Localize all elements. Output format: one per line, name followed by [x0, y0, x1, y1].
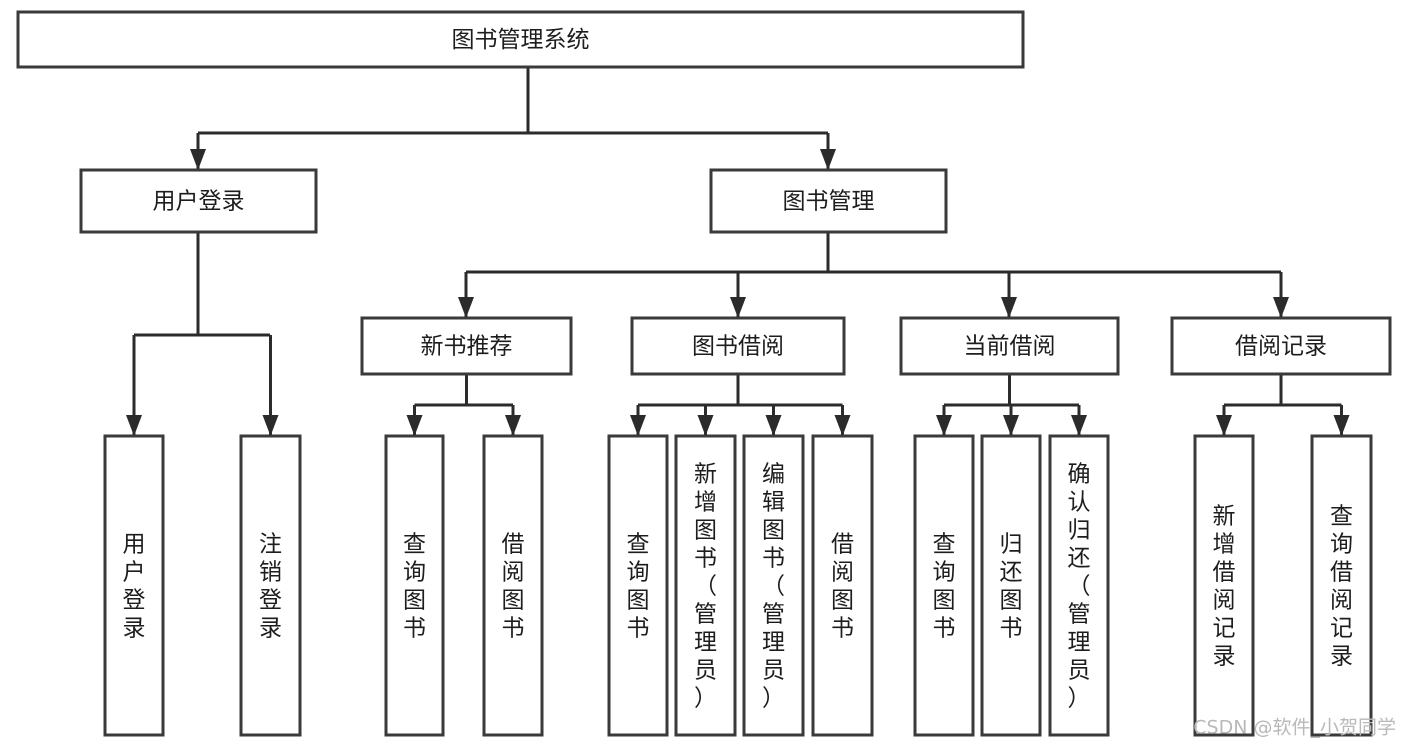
- level3-node[interactable]: 图书借阅: [630, 316, 846, 376]
- connector-layer: [126, 67, 1350, 436]
- arrow-head-icon: [126, 415, 142, 436]
- root-node[interactable]: 图书管理系统: [16, 10, 1025, 69]
- node-box[interactable]: [811, 434, 874, 737]
- arrow-head-icon: [406, 415, 423, 436]
- arrow-head-icon: [820, 149, 836, 170]
- node-label: 查询图书: [403, 531, 426, 641]
- node-label: 查询图书: [627, 531, 650, 641]
- node-box[interactable]: [239, 434, 302, 737]
- arrow-head-icon: [1003, 415, 1019, 436]
- arrow-head-icon: [1333, 415, 1350, 436]
- node-box[interactable]: [899, 316, 1120, 376]
- level3-node[interactable]: 当前借阅: [899, 316, 1120, 376]
- arrow-head-icon: [936, 415, 952, 436]
- leaf-node[interactable]: 查询图书: [607, 434, 669, 737]
- node-box[interactable]: [1048, 434, 1110, 737]
- node-label: 查询图书: [933, 531, 956, 641]
- node-label: 归还图书: [1000, 531, 1023, 641]
- node-layer: 图书管理系统用户登录图书管理新书推荐图书借阅当前借阅借阅记录用户登录注销登录查询…: [16, 10, 1392, 737]
- arrow-head-icon: [505, 415, 521, 436]
- node-box[interactable]: [384, 434, 445, 737]
- leaf-node[interactable]: 归还图书: [980, 434, 1042, 737]
- node-label: 用户登录: [123, 531, 146, 641]
- leaf-node[interactable]: 借阅图书: [482, 434, 544, 737]
- arrow-head-icon: [1216, 415, 1232, 436]
- node-label: 用户登录: [153, 189, 245, 215]
- leaf-node[interactable]: 新增图书（管理员）: [674, 434, 737, 737]
- leaf-node[interactable]: 查询借阅记录: [1310, 434, 1373, 737]
- leaf-node[interactable]: 查询图书: [913, 434, 975, 737]
- arrow-head-icon: [1001, 297, 1017, 318]
- node-box[interactable]: [674, 434, 737, 737]
- level3-node[interactable]: 借阅记录: [1170, 316, 1392, 376]
- node-label: 注销登录: [259, 531, 282, 641]
- leaf-node[interactable]: 借阅图书: [811, 434, 874, 737]
- node-label: 当前借阅: [964, 334, 1056, 360]
- leaf-node[interactable]: 注销登录: [239, 434, 302, 737]
- node-label: 确认归还（管理员）: [1068, 461, 1091, 711]
- arrow-head-icon: [630, 415, 646, 436]
- node-label: 新增图书（管理员）: [694, 461, 717, 711]
- node-label: 新书推荐: [421, 334, 513, 360]
- node-box[interactable]: [630, 316, 846, 376]
- arrow-head-icon: [730, 297, 746, 318]
- arrow-head-icon: [765, 415, 782, 436]
- level3-node[interactable]: 新书推荐: [360, 316, 573, 376]
- level2-node[interactable]: 图书管理: [709, 168, 948, 234]
- node-box[interactable]: [742, 434, 805, 737]
- node-label: 编辑图书（管理员）: [762, 461, 785, 711]
- node-box[interactable]: [1170, 316, 1392, 376]
- node-label: 借阅图书: [502, 531, 525, 641]
- watermark-label: CSDN @软件_小贺同学: [1193, 717, 1396, 739]
- arrow-head-icon: [458, 297, 474, 318]
- node-label: 图书管理系统: [452, 27, 590, 53]
- node-box[interactable]: [103, 434, 165, 737]
- leaf-node[interactable]: 编辑图书（管理员）: [742, 434, 805, 737]
- node-label: 借阅图书: [831, 531, 854, 641]
- arrow-head-icon: [697, 415, 714, 436]
- arrow-head-icon: [190, 149, 206, 170]
- leaf-node[interactable]: 用户登录: [103, 434, 165, 737]
- arrow-head-icon: [834, 415, 851, 436]
- node-label: 借阅记录: [1235, 334, 1327, 360]
- node-box[interactable]: [980, 434, 1042, 737]
- leaf-node[interactable]: 新增借阅记录: [1193, 434, 1255, 737]
- node-label: 图书管理: [783, 189, 875, 215]
- node-box[interactable]: [607, 434, 669, 737]
- node-label: 查询借阅记录: [1330, 503, 1353, 669]
- arrow-head-icon: [262, 415, 279, 436]
- node-box[interactable]: [482, 434, 544, 737]
- node-box[interactable]: [1193, 434, 1255, 737]
- node-box[interactable]: [913, 434, 975, 737]
- node-box[interactable]: [16, 10, 1025, 69]
- leaf-node[interactable]: 查询图书: [384, 434, 445, 737]
- node-label: 图书借阅: [692, 334, 784, 360]
- arrow-head-icon: [1071, 415, 1087, 436]
- node-box[interactable]: [360, 316, 573, 376]
- node-label: 新增借阅记录: [1213, 503, 1236, 669]
- arrow-head-icon: [1273, 297, 1289, 318]
- leaf-node[interactable]: 确认归还（管理员）: [1048, 434, 1110, 737]
- level2-node[interactable]: 用户登录: [79, 168, 318, 234]
- node-box[interactable]: [79, 168, 318, 234]
- node-box[interactable]: [709, 168, 948, 234]
- node-box[interactable]: [1310, 434, 1373, 737]
